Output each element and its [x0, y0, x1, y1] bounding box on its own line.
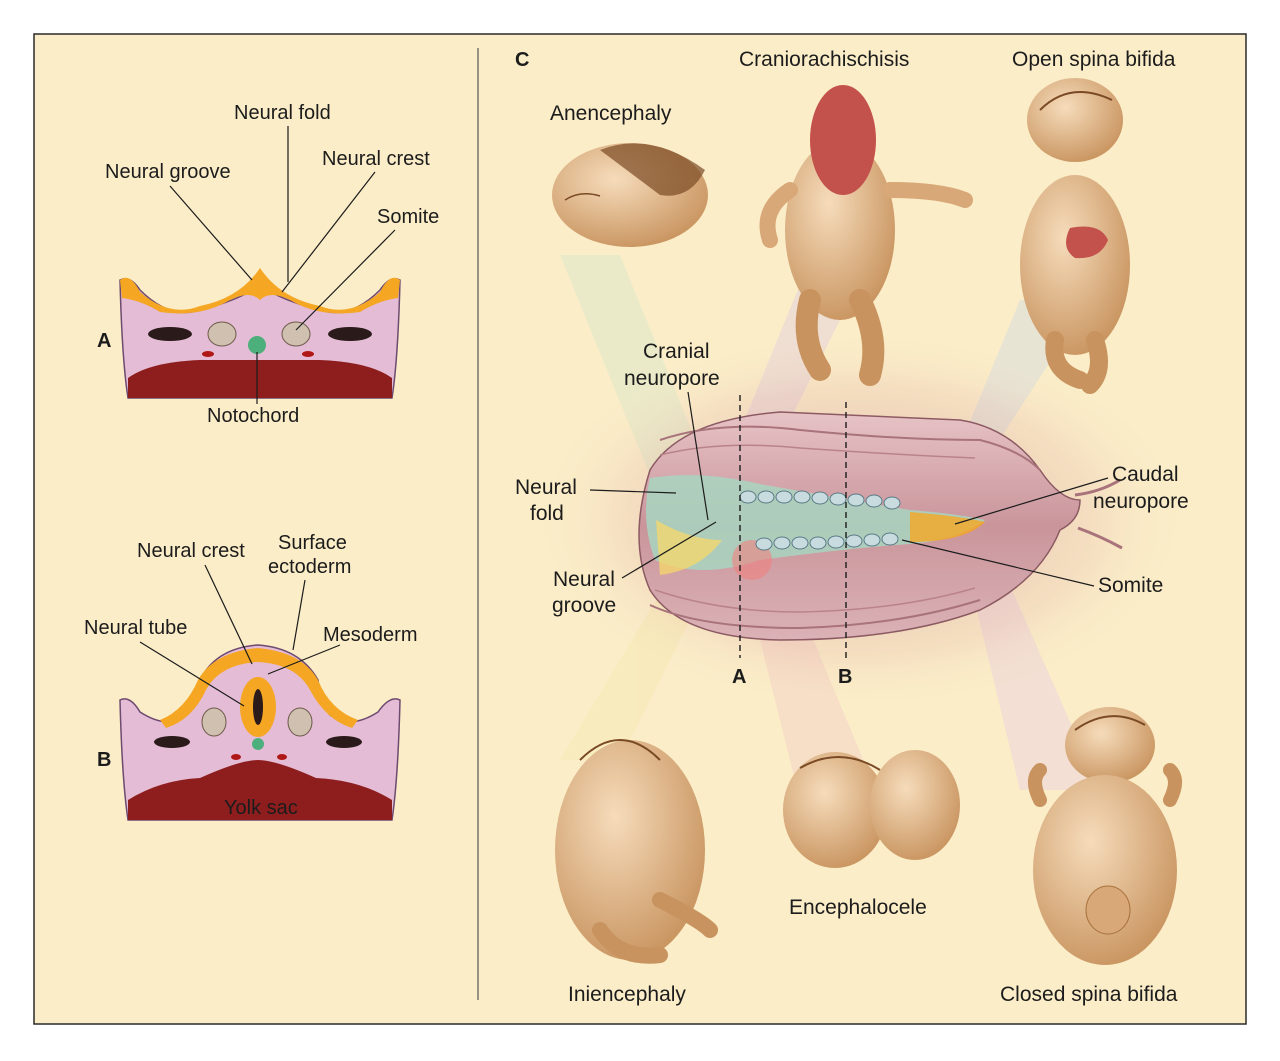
- panel-b-label-surface-ectoderm-2: ectoderm: [268, 556, 351, 578]
- panel-b-label-mesoderm: Mesoderm: [323, 624, 417, 646]
- label-neural-groove-1: Neural: [553, 568, 615, 591]
- section-label-a: A: [732, 666, 746, 688]
- panel-a-label-neural-groove: Neural groove: [105, 161, 231, 183]
- label-iniencephaly: Iniencephaly: [568, 983, 686, 1006]
- open-spina-bifida-illustration: [1020, 78, 1130, 394]
- label-caudal-neuropore-1: Caudal: [1112, 463, 1179, 486]
- panel-b-leader-lines: [139, 564, 341, 707]
- label-neural-fold-2: fold: [530, 502, 564, 525]
- encephalocele-illustration: [783, 750, 960, 868]
- panel-a-label-neural-fold: Neural fold: [234, 102, 331, 124]
- label-caudal-neuropore-2: neuropore: [1093, 490, 1189, 513]
- panel-a-leader-lines: [169, 126, 396, 404]
- closed-spina-bifida-illustration: [1028, 707, 1182, 965]
- label-cranial-neuropore-1: Cranial: [643, 340, 710, 363]
- panel-b-cross-section: [119, 644, 401, 821]
- label-craniorachischisis: Craniorachischisis: [739, 48, 909, 71]
- panel-a-cross-section: [119, 268, 401, 399]
- panel-a-label-notochord: Notochord: [207, 405, 299, 427]
- panel-b-label-neural-crest: Neural crest: [137, 540, 245, 562]
- label-encephalocele: Encephalocele: [789, 896, 927, 919]
- panel-b-letter: B: [97, 749, 111, 771]
- label-anencephaly: Anencephaly: [550, 102, 672, 125]
- panel-c-letter: C: [515, 49, 529, 71]
- label-somite: Somite: [1098, 574, 1163, 597]
- panel-b-label-yolk-sac: Yolk sac: [224, 797, 298, 819]
- label-closed-spina-bifida: Closed spina bifida: [1000, 983, 1178, 1006]
- embryo-dorsal-view: [530, 330, 1190, 710]
- panel-a-label-neural-crest: Neural crest: [322, 148, 430, 170]
- label-neural-groove-2: groove: [552, 594, 616, 617]
- label-open-spina-bifida: Open spina bifida: [1012, 48, 1176, 71]
- panel-b-label-neural-tube: Neural tube: [84, 617, 187, 639]
- panel-a-label-somite: Somite: [377, 206, 439, 228]
- label-neural-fold-1: Neural: [515, 476, 577, 499]
- panel-a-letter: A: [97, 330, 111, 352]
- panel-b-label-surface-ectoderm-1: Surface: [278, 532, 347, 554]
- section-label-b: B: [838, 666, 852, 688]
- iniencephaly-illustration: [555, 739, 718, 964]
- label-cranial-neuropore-2: neuropore: [624, 367, 720, 390]
- craniorachischisis-illustration: [759, 85, 973, 386]
- panel-c-leader-lines: [589, 391, 1109, 587]
- anencephaly-illustration: [552, 143, 708, 247]
